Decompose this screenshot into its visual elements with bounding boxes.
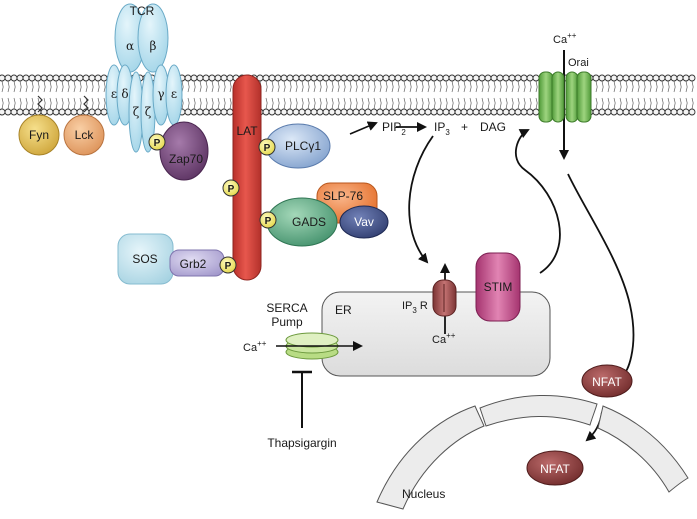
stim-group: STIM: [475, 252, 521, 322]
orai-channel: Ca++ Orai: [538, 31, 592, 123]
fyn-label: Fyn: [29, 128, 49, 142]
nfat-cytoplasmic-node: [581, 364, 633, 398]
calcium-flux-arrows: [408, 50, 635, 442]
phospho-label-grb2: P: [225, 261, 232, 272]
serca-group: SERCA Pump Ca++ Thapsigargin: [243, 301, 363, 450]
lck-node: [63, 114, 105, 156]
gads-label: GADS: [292, 215, 326, 229]
phospho-label-plcg1: P: [264, 143, 271, 154]
ip3-receptor: IP3 R Ca++: [402, 279, 457, 346]
nuclear-envelope-top: [479, 395, 598, 427]
phospho-label-zap70: P: [154, 138, 161, 149]
sos-grb2-group: SOS Grb2: [117, 233, 225, 285]
orai-subunit-2: [551, 71, 565, 123]
fyn-anchor: [37, 95, 43, 113]
sos-label: SOS: [132, 252, 157, 266]
phospho-badge-plcg1: [258, 138, 276, 156]
serca-calcium-label: Ca++: [243, 339, 267, 354]
phospho-badge-lat-1: [222, 179, 240, 197]
lat-node: [232, 74, 262, 281]
tcr-label: TCR: [130, 4, 155, 18]
beta-label: β: [150, 39, 157, 53]
stim-to-orai-arrow: [514, 129, 561, 274]
stim-label: STIM: [484, 280, 513, 294]
alpha-label: α: [126, 39, 134, 53]
serca-label-line2: Pump: [271, 315, 303, 329]
phospho-badge-gads: [259, 211, 277, 229]
phospho-label-gads: P: [265, 216, 272, 227]
ip3-label: IP3: [434, 120, 450, 137]
nfat-nuclear-node: [526, 450, 584, 486]
serca-label-line1: SERCA: [266, 301, 307, 315]
signalosome: SLP-76 GADS Vav PLCγ1: [265, 123, 389, 247]
delta-label: δ: [121, 87, 128, 101]
src-kinases: Fyn Lck: [18, 95, 105, 156]
orai-label: Orai: [568, 57, 589, 69]
zeta-2-label: ζ: [145, 105, 152, 119]
phospho-label-lat-1: P: [228, 184, 235, 195]
vav-node: [339, 205, 389, 239]
phospho-badge-grb2: [219, 256, 237, 274]
dag-label: DAG: [480, 120, 506, 134]
orai-subunit-1: [538, 71, 554, 123]
calcium-to-nfat-arrow: [567, 173, 635, 381]
zap70-group: Zap70: [159, 121, 209, 181]
phospho-badge-zap70: [148, 133, 166, 151]
grb2-label: Grb2: [180, 257, 207, 271]
second-messengers: PIP2 IP3 + DAG: [349, 120, 506, 137]
ip3-to-receptor-arrow: [408, 135, 434, 264]
tcr-complex: TCR α β ε δ ζ ζ γ ε: [105, 3, 183, 153]
nuclear-envelope-left: [376, 405, 485, 510]
lck-anchor: [83, 95, 89, 113]
lat-group: LAT: [232, 74, 262, 281]
epsilon-right-label: ε: [171, 87, 177, 101]
lck-label: Lck: [75, 128, 95, 142]
nuclear-envelope-right: [597, 405, 689, 493]
gamma-label: γ: [157, 87, 164, 101]
plus-sign: +: [461, 120, 468, 134]
thapsigargin-label: Thapsigargin: [267, 436, 336, 450]
lat-label: LAT: [236, 124, 258, 138]
zap70-node: [159, 121, 209, 181]
phosphorylation-sites: P P P P P: [148, 133, 277, 274]
nfat-nuclear-label: NFAT: [540, 462, 570, 476]
extracellular-calcium-label: Ca++: [553, 31, 577, 46]
plasma-membrane: [0, 74, 697, 116]
tcr-beta-chain: [137, 3, 169, 73]
ip3r-label: IP3 R: [402, 300, 428, 315]
nfat-cytoplasmic-label: NFAT: [592, 375, 622, 389]
er-calcium-label: Ca++: [432, 331, 456, 346]
nucleus-group: Nucleus NFAT NFAT: [376, 364, 689, 510]
pip2-label: PIP2: [382, 120, 406, 137]
er-label: ER: [335, 303, 352, 317]
nucleus-label: Nucleus: [402, 487, 445, 501]
zap70-label: Zap70: [169, 152, 203, 166]
plc-to-pip2-arrow: [349, 121, 378, 135]
epsilon-left-label: ε: [111, 87, 117, 101]
serca-ring-1: [285, 332, 339, 348]
zeta-1-label: ζ: [133, 105, 140, 119]
vav-label: Vav: [354, 215, 374, 229]
orai-subunit-4: [576, 71, 592, 123]
slp76-label: SLP-76: [323, 189, 363, 203]
stim-node: [475, 252, 521, 322]
plcg1-label: PLCγ1: [285, 139, 321, 153]
fyn-node: [18, 114, 60, 156]
orai-subunit-3: [565, 71, 579, 123]
